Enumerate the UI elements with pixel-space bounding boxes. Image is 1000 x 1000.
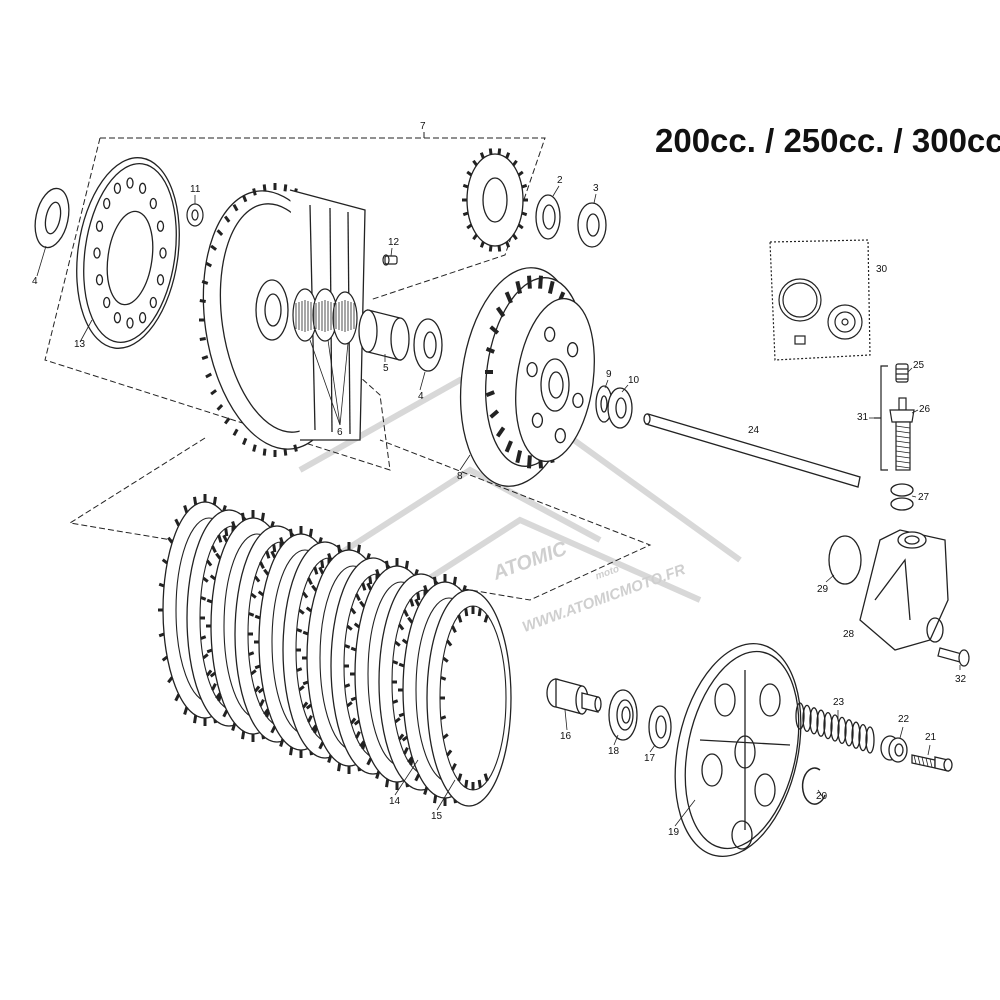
plates-outline <box>68 437 652 601</box>
primary-gear <box>462 148 528 252</box>
o-rings-27 <box>890 483 914 511</box>
callout-23: 23 <box>833 697 845 708</box>
callout-2: 2 <box>557 175 563 186</box>
spring-cup-22 <box>880 735 908 763</box>
callout-30: 30 <box>876 264 888 275</box>
callout-8: 8 <box>457 471 463 482</box>
bolt-21 <box>911 754 953 772</box>
bleeder-bracket-31 <box>874 365 888 471</box>
leader-lines <box>36 185 961 827</box>
callout-17: 17 <box>644 753 656 764</box>
thrust-washer-left <box>34 187 70 249</box>
bearing-18 <box>608 689 638 741</box>
callout-31: 31 <box>857 412 869 423</box>
spring-pin-11 <box>186 203 204 227</box>
callout-26: 26 <box>919 404 931 415</box>
callout-21: 21 <box>925 732 937 743</box>
callout-24: 24 <box>748 425 760 436</box>
callout-28: 28 <box>843 629 855 640</box>
bushing-5 <box>358 309 410 361</box>
bleeder-screw-26 <box>889 397 915 471</box>
callout-18: 18 <box>608 746 620 757</box>
pressure-disc-13 <box>76 157 180 349</box>
callout-15: 15 <box>431 811 443 822</box>
callout-7: 7 <box>420 121 426 132</box>
slave-cylinder-28 <box>859 529 949 651</box>
circlip-20 <box>801 767 826 805</box>
page-title: 200cc. / 250cc. / 300cc. <box>655 122 1000 159</box>
push-rod-24 <box>643 413 861 488</box>
callout-10: 10 <box>628 375 640 386</box>
callout-11: 11 <box>190 184 201 195</box>
callout-32: 32 <box>955 674 967 685</box>
washer-2 <box>535 194 561 240</box>
needle-bearings-6 <box>292 288 358 345</box>
assembly-outline-7 <box>44 137 546 471</box>
callout-14: 14 <box>389 796 401 807</box>
callout-3: 3 <box>593 183 599 194</box>
callout-29: 29 <box>817 584 829 595</box>
nut-3 <box>577 202 607 248</box>
callout-27: 27 <box>918 492 930 503</box>
callout-5: 5 <box>383 363 389 374</box>
callout-22: 22 <box>898 714 910 725</box>
callout-9: 9 <box>606 369 612 380</box>
callout-6: 6 <box>337 427 343 438</box>
nut-10 <box>607 387 633 429</box>
screw-32 <box>937 647 970 667</box>
pin-12 <box>382 254 398 266</box>
clutch-spring-23 <box>795 702 875 754</box>
callout-19: 19 <box>668 827 680 838</box>
callout-16: 16 <box>560 731 572 742</box>
washer-17 <box>648 705 672 749</box>
pressure-piece-16 <box>546 678 602 715</box>
o-ring-29 <box>828 535 862 585</box>
callout-20: 20 <box>816 791 828 802</box>
callout-13: 13 <box>74 339 86 350</box>
callout-4b: 4 <box>418 391 424 402</box>
callout-12: 12 <box>388 237 400 248</box>
clutch-plates-stack <box>158 494 512 807</box>
bleeder-cap-25 <box>895 363 909 383</box>
repair-kit-30 <box>769 239 871 361</box>
callout-25: 25 <box>913 360 925 371</box>
thrust-washer-right <box>413 318 443 372</box>
clutch-plate <box>426 589 512 807</box>
clutch-hub-8 <box>459 267 595 487</box>
pressure-plate-19 <box>674 642 802 858</box>
callout-4: 4 <box>32 276 38 287</box>
